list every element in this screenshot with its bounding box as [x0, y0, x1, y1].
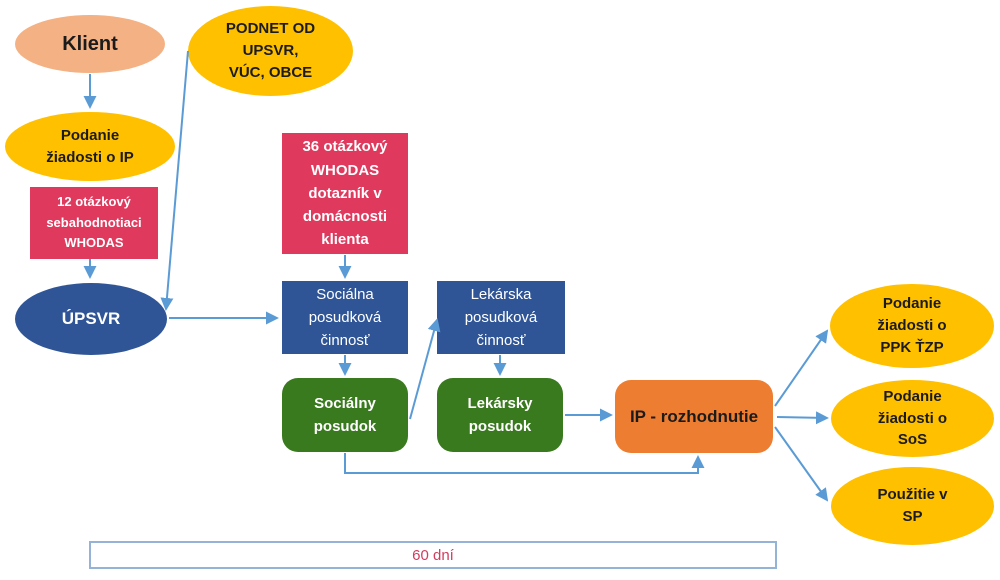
node-lekarsky-posudok: Lekársky posudok [437, 378, 563, 452]
node-podnet: PODNET OD UPSVR, VÚC, OBCE [188, 6, 353, 96]
node-socialny-posudok: Sociálny posudok [282, 378, 408, 452]
node-lekarska-posudkova-cinnost-label: Lekárska posudková činnosť [464, 285, 538, 350]
arrow-ip-to-pouzitie-sp [774, 426, 829, 502]
node-whodas-36: 36 otázkový WHODAS dotazník v domácnosti… [282, 133, 408, 254]
node-klient-label: Klient [62, 32, 118, 55]
node-podanie-ziadosti-o-ppk-tzp: Podanie žiadosti o PPK ŤZP [830, 284, 994, 368]
node-upsvr-label: ÚPSVR [61, 309, 121, 328]
node-podanie-ziadosti-o-ip-label: Podanie žiadosti o IP [46, 126, 134, 166]
arrow-ip-to-podanie-ppk [774, 329, 829, 407]
node-pouzitie-v-sp-label: Použitie v SP [877, 486, 948, 525]
node-lekarsky-posudok-label: Lekársky posudok [467, 394, 533, 435]
node-podanie-ziadosti-o-ppk-tzp-label: Podanie žiadosti o PPK ŤZP [877, 295, 947, 356]
timeline-60-dni-label: 60 dní [412, 546, 454, 564]
node-whodas-12: 12 otázkový sebahodnotiaci WHODAS [30, 187, 158, 259]
node-socialna-posudkova-cinnost-label: Sociálna posudková činnosť [308, 285, 382, 350]
timeline-60-dni: 60 dní [89, 541, 777, 569]
node-klient: Klient [15, 15, 165, 73]
node-whodas-36-label: 36 otázkový WHODAS dotazník v domácnosti… [302, 138, 388, 249]
arrow-ip-to-podanie-sos [776, 411, 829, 425]
arrow-socialny-posudok-to-lekarska-cinnost [409, 318, 441, 420]
node-socialny-posudok-label: Sociálny posudok [313, 394, 377, 435]
node-upsvr: ÚPSVR [15, 283, 167, 355]
node-pouzitie-v-sp: Použitie v SP [831, 467, 994, 545]
node-ip-rozhodnutie: IP - rozhodnutie [615, 380, 773, 453]
node-podanie-ziadosti-o-sos: Podanie žiadosti o SoS [831, 380, 994, 457]
arrow-socialny-posudok-to-ip-elbow [344, 453, 705, 474]
arrow-podnet-to-upsvr [160, 50, 189, 311]
node-podanie-ziadosti-o-sos-label: Podanie žiadosti o SoS [877, 387, 948, 449]
node-ip-rozhodnutie-label: IP - rozhodnutie [629, 406, 759, 426]
node-lekarska-posudkova-cinnost: Lekárska posudková činnosť [437, 281, 565, 354]
node-whodas-12-label: 12 otázkový sebahodnotiaci WHODAS [46, 193, 142, 251]
node-socialna-posudkova-cinnost: Sociálna posudková činnosť [282, 281, 408, 354]
node-podnet-label: PODNET OD UPSVR, VÚC, OBCE [225, 20, 316, 81]
node-podanie-ziadosti-o-ip: Podanie žiadosti o IP [5, 112, 175, 181]
